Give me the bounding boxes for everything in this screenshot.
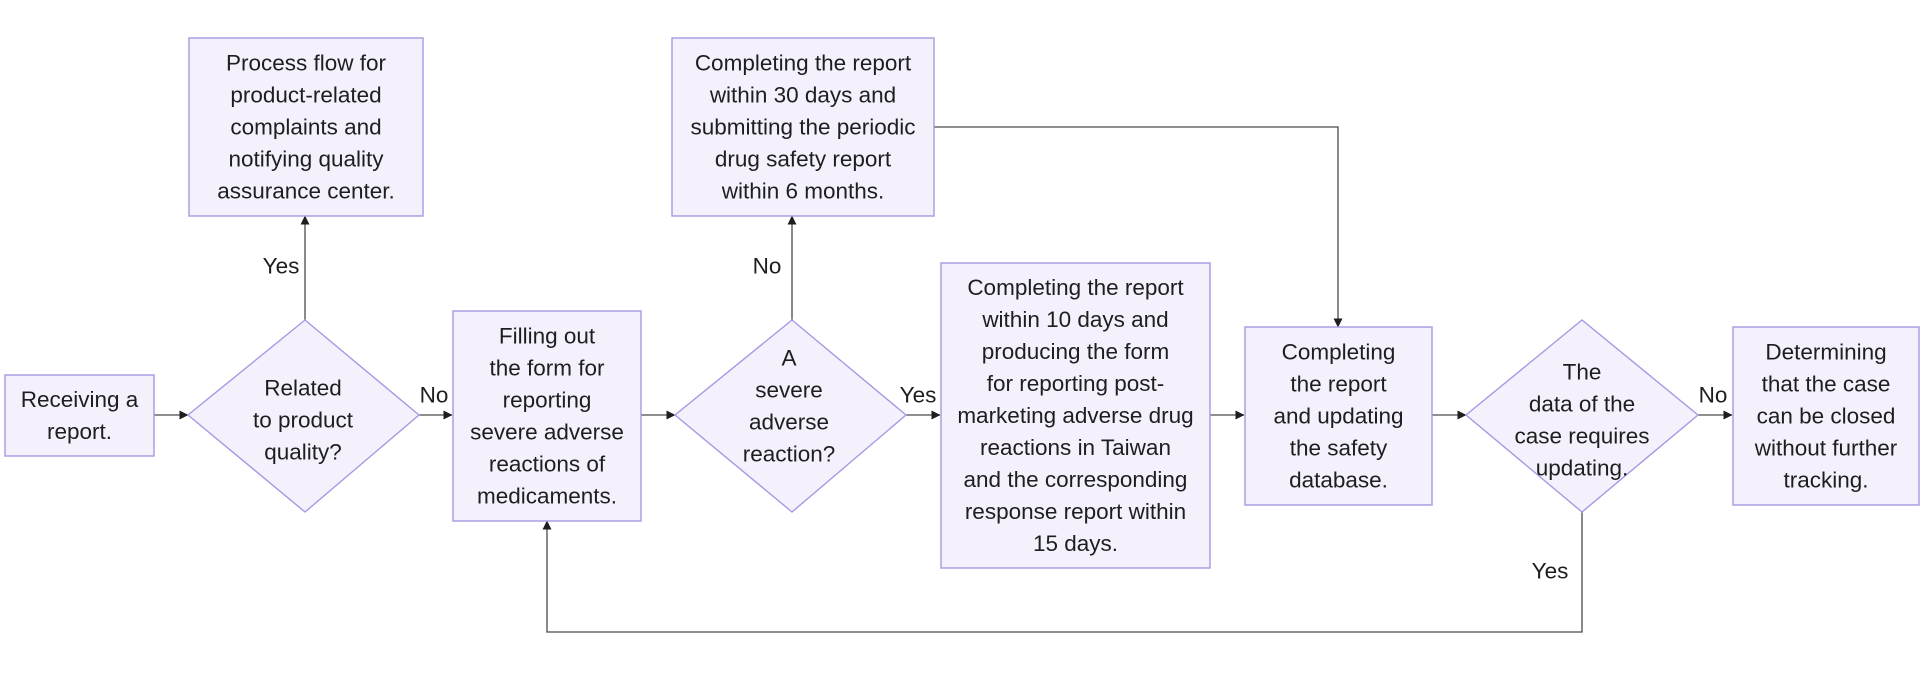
completing-10-line-7: and the corresponding (964, 467, 1188, 492)
completing-10-line-5: marketing adverse drug (957, 403, 1193, 428)
filling-form-line-6: medicaments. (477, 484, 617, 509)
severe-reaction-line-3: adverse (749, 410, 829, 435)
node-complete-10-days: Completing the report within 10 days and p… (940, 262, 1211, 569)
updating-db-line-5: database. (1289, 468, 1388, 493)
data-update-line-2: data of the (1529, 392, 1635, 417)
filling-form-line-5: reactions of (489, 452, 606, 477)
label-update-no: No (1699, 383, 1728, 408)
updating-db-line-2: the report (1290, 372, 1387, 397)
completing-30-line-1: Completing the report (695, 51, 912, 76)
node-fill-severe-adverse-form: Filling out the form for reporting severe a… (452, 310, 642, 522)
filling-form-line-2: the form for (489, 356, 605, 381)
completing-10-line-9: 15 days. (1033, 531, 1118, 556)
node-update-safety-database: Completing the report and updating the safe… (1244, 326, 1433, 506)
completing-10-line-6: reactions in Taiwan (980, 435, 1171, 460)
process-flow-line-3: complaints and (230, 115, 381, 140)
node-receiving-report: Receiving a report. (4, 374, 155, 457)
closed-line-3: can be closed (1757, 404, 1896, 429)
updating-db-line-3: and updating (1273, 404, 1403, 429)
edge-update-yes (542, 512, 1583, 633)
filling-form-line-4: severe adverse (470, 420, 624, 445)
edges (154, 126, 1733, 633)
data-update-line-4: updating. (1536, 456, 1629, 481)
completing-10-line-4: for reporting post- (987, 371, 1165, 396)
closed-line-4: without further (1754, 436, 1898, 461)
edge-labels: Yes No No Yes No Yes (263, 254, 1728, 584)
filling-form-line-1: Filling out (499, 324, 596, 349)
data-update-line-3: case requires (1514, 424, 1649, 449)
process-flow-line-5: assurance center. (217, 179, 395, 204)
severe-reaction-line-2: severe (755, 378, 823, 403)
nodes: Receiving a report. Related to product qual… (4, 37, 1920, 569)
label-severe-no: No (753, 254, 782, 279)
node-product-complaints-process: Process flow for product-related complaint… (188, 37, 424, 217)
process-flow-line-2: product-related (230, 83, 381, 108)
node-complete-30-days: Completing the report within 30 days and s… (671, 37, 935, 217)
label-quality-no: No (420, 383, 449, 408)
updating-db-line-4: the safety (1290, 436, 1388, 461)
updating-db-line-1: Completing (1282, 340, 1396, 365)
filling-form-line-3: reporting (503, 388, 592, 413)
data-update-line-1: The (1563, 360, 1602, 385)
completing-10-line-3: producing the form (982, 339, 1170, 364)
label-quality-yes: Yes (263, 254, 300, 279)
related-quality-line-3: quality? (264, 440, 342, 465)
completing-10-line-8: response report within (965, 499, 1186, 524)
node-case-closed: Determining that the case can be closed wit… (1732, 326, 1920, 506)
decision-case-data-update: The data of the case requires updating. (1464, 319, 1700, 513)
completing-30-line-3: submitting the periodic (690, 115, 915, 140)
completing-10-line-2: within 10 days and (981, 307, 1168, 332)
closed-line-1: Determining (1765, 340, 1886, 365)
severe-reaction-line-1: A (781, 346, 796, 371)
completing-30-line-5: within 6 months. (721, 179, 885, 204)
completing-30-line-4: drug safety report (715, 147, 892, 172)
related-quality-line-2: to product (253, 408, 354, 433)
receiving-line-2: report. (47, 419, 112, 444)
label-update-yes: Yes (1532, 559, 1569, 584)
completing-30-line-2: within 30 days and (709, 83, 896, 108)
severe-reaction-line-4: reaction? (743, 442, 836, 467)
receiving-line-1: Receiving a (21, 387, 139, 412)
edge-30days-to-database (934, 126, 1343, 328)
related-quality-line-1: Related (264, 376, 342, 401)
process-flow-line-1: Process flow for (226, 51, 387, 76)
decision-related-to-product-quality: Related to product quality? (186, 319, 421, 513)
completing-10-line-1: Completing the report (967, 275, 1184, 300)
closed-line-2: that the case (1762, 372, 1891, 397)
process-flow-line-4: notifying quality (228, 147, 384, 172)
closed-line-5: tracking. (1783, 468, 1868, 493)
label-severe-yes: Yes (900, 383, 937, 408)
